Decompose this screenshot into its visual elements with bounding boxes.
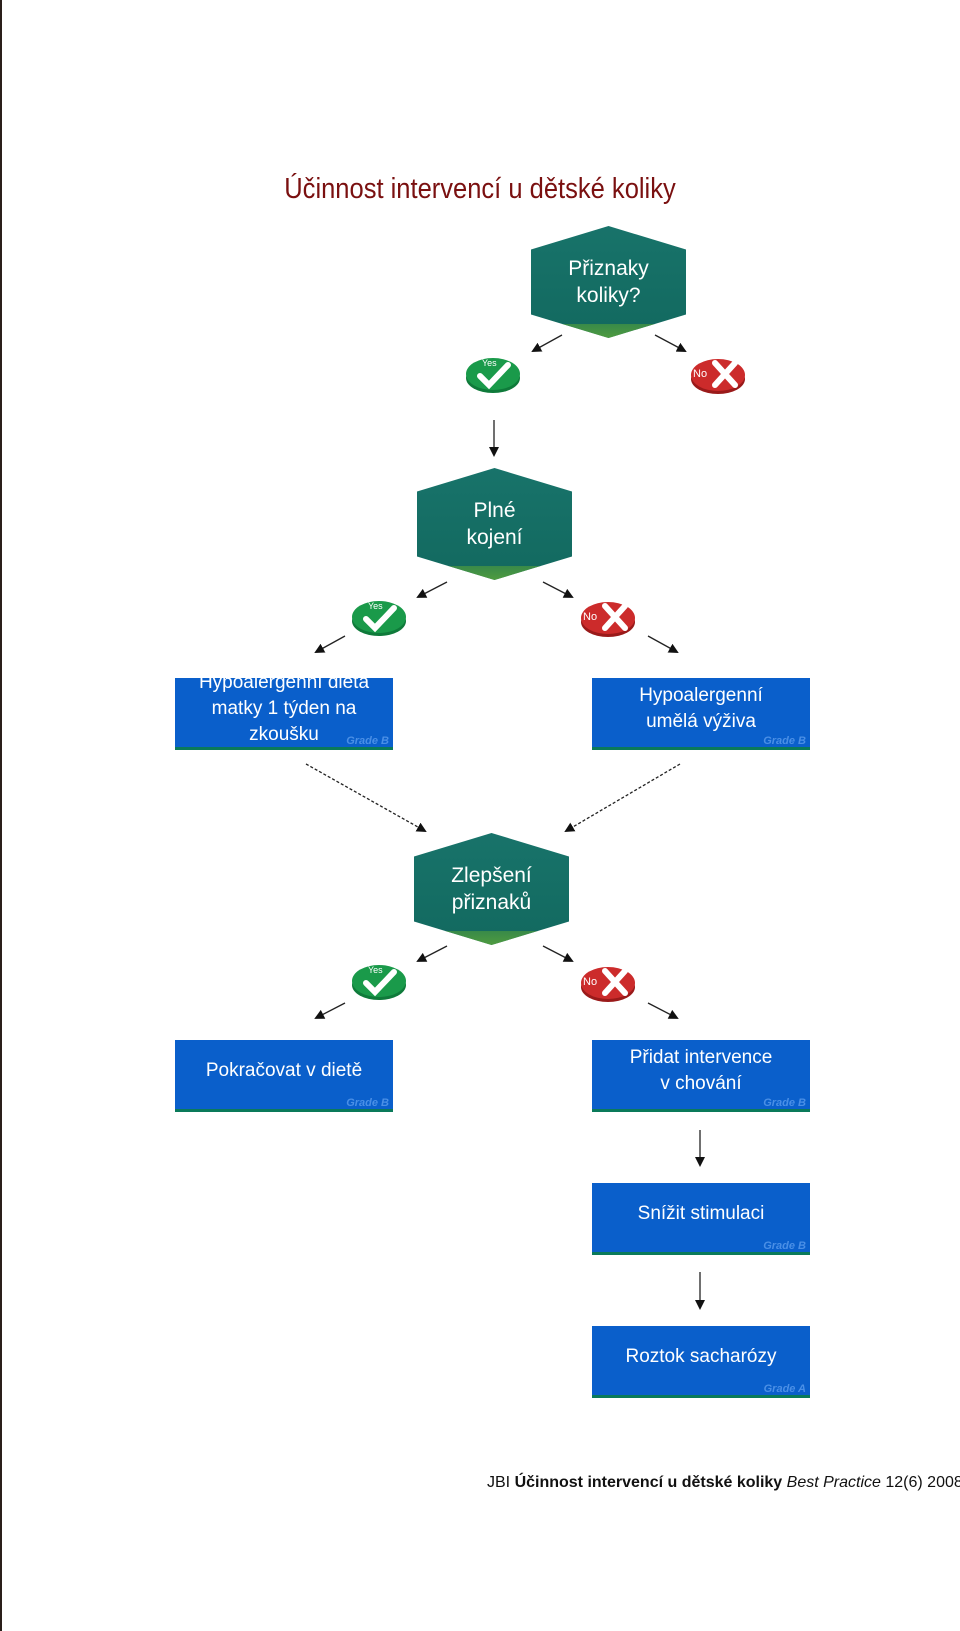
action-reduce-stimulation: Snížit stimulaci Grade B: [592, 1183, 810, 1255]
action-label: Snížit stimulaci: [637, 1202, 765, 1224]
diagram-title: Účinnost intervencí u dětské koliky: [284, 173, 676, 205]
decision-colic-symptoms: Přiznaky koliky?: [531, 226, 686, 338]
footer-citation: 12(6) 2008: [880, 1474, 960, 1491]
no-badge-2: No: [581, 602, 635, 637]
arrow-yes-to-diet: [314, 635, 346, 653]
action-label: Pokračovat v dietě: [205, 1059, 363, 1081]
yes-label: Yes: [368, 601, 383, 611]
grade-label: Grade B: [763, 1240, 806, 1252]
footer-series: Best Practice: [786, 1474, 881, 1491]
yes-label: Yes: [368, 965, 383, 975]
footer-title: Účinnost intervencí u dětské koliky: [514, 1474, 783, 1491]
arrow-d3-yes: [416, 945, 448, 962]
action-sucrose-solution: Roztok sacharózy Grade A: [592, 1326, 810, 1398]
action-label: Hypoalergenní dieta matky 1 týden na zko…: [198, 671, 370, 745]
no-badge-1: No: [691, 359, 745, 394]
page-edge-rule: [0, 0, 2, 1631]
action-label: Přidat intervence v chování: [629, 1046, 773, 1094]
decision-full-breastfeeding: Plné kojení: [417, 468, 572, 580]
no-label: No: [693, 368, 707, 380]
grade-label: Grade A: [763, 1383, 806, 1395]
no-label: No: [583, 976, 597, 988]
arrow-d2-yes: [416, 581, 448, 598]
arrow-no-to-behavior: [647, 1002, 679, 1019]
arrow-no-to-formula: [647, 635, 679, 653]
arrow-yes-to-continue: [314, 1002, 346, 1019]
arrow-d1-no: [654, 334, 687, 352]
grade-label: Grade B: [763, 1097, 806, 1109]
action-add-behavioral-interventions: Přidat intervence v chování Grade B: [592, 1040, 810, 1112]
action-hypoallergenic-formula: Hypoalergenní umělá výživa Grade B: [592, 678, 810, 750]
arrow-formula-to-d3: [564, 763, 681, 833]
yes-badge-1: Yes: [466, 358, 520, 393]
decision-symptom-improvement: Zlepšení přiznaků: [414, 833, 569, 945]
action-label: Roztok sacharózy: [625, 1345, 777, 1367]
grade-label: Grade B: [763, 735, 806, 747]
action-continue-diet: Pokračovat v dietě Grade B: [175, 1040, 393, 1112]
no-badge-3: No: [581, 967, 635, 1002]
arrow-diet-to-d3: [305, 763, 427, 832]
page-footer: JBI Účinnost intervencí u dětské koliky …: [487, 1474, 960, 1492]
footer-prefix: JBI: [487, 1474, 515, 1491]
grade-label: Grade B: [346, 735, 389, 747]
arrow-d2-no: [542, 581, 574, 598]
yes-badge-3: Yes: [352, 965, 406, 1000]
arrow-d3-no: [542, 945, 574, 962]
action-hypoallergenic-maternal-diet: Hypoalergenní dieta matky 1 týden na zko…: [175, 672, 393, 750]
yes-badge-2: Yes: [352, 601, 406, 636]
grade-label: Grade B: [346, 1097, 389, 1109]
no-label: No: [583, 611, 597, 623]
arrow-d1-yes: [531, 334, 563, 352]
yes-label: Yes: [482, 358, 497, 368]
action-label: Hypoalergenní umělá výživa: [639, 684, 763, 732]
